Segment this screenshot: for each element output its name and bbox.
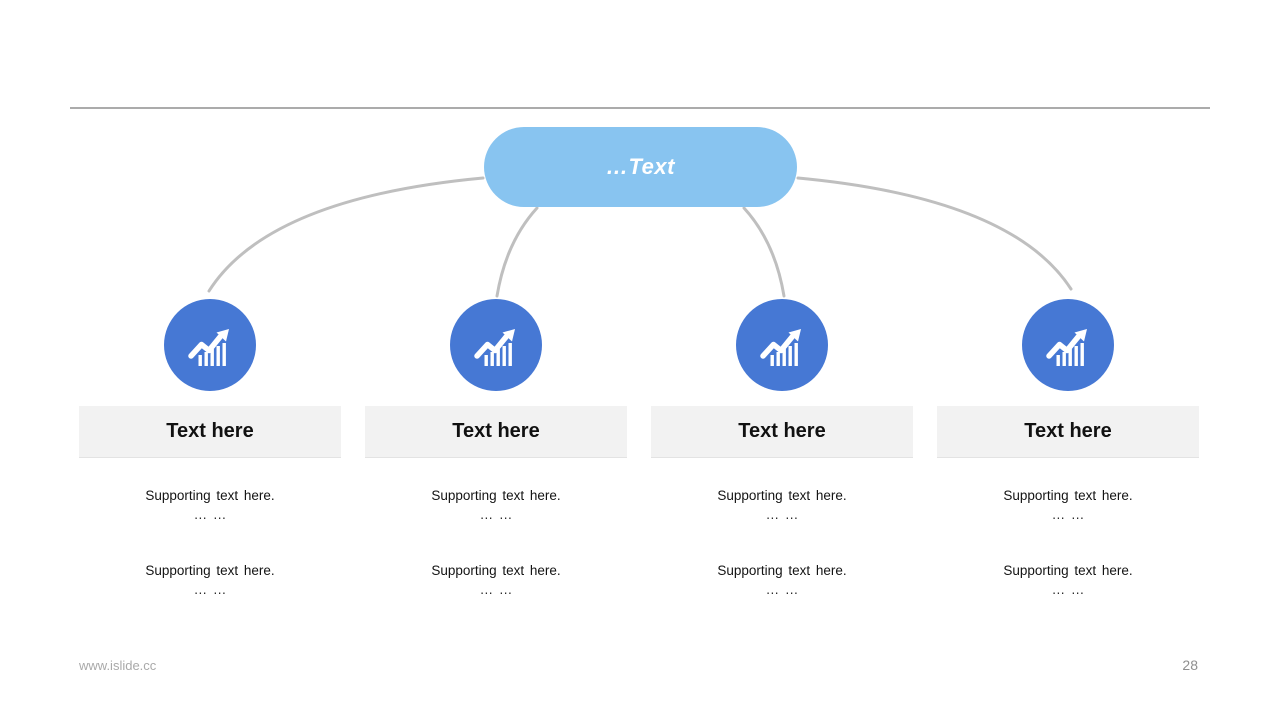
supporting-text-line: Supporting text here. [431,563,561,578]
supporting-text-block: Supporting text here. … … [1003,561,1132,599]
connector-curve-1 [207,176,485,293]
branch-columns: Text here Supporting text here. … … Supp… [67,299,1211,599]
supporting-text-block: Supporting text here. … … [431,486,560,524]
branch-node-circle[interactable] [1022,299,1114,391]
branch-title: Text here [1024,420,1112,442]
supporting-text-line: Supporting text here. [717,488,847,503]
footer-website: www.islide.cc [79,658,157,673]
supporting-text-block: Supporting text here. … … [145,561,274,599]
branch-column-4: Text here Supporting text here. … … Supp… [925,299,1211,599]
supporting-text-block: Supporting text here. … … [717,486,846,524]
ellipsis-line: … … [765,582,799,597]
supporting-text-line: Supporting text here. [1003,488,1133,503]
trending-up-chart-icon [474,329,515,366]
root-node-pill[interactable]: …Text [484,127,797,207]
ellipsis-line: … … [479,507,513,522]
branch-node-circle[interactable] [450,299,542,391]
supporting-text-block: Supporting text here. … … [145,486,274,524]
connector-curve-2 [495,206,539,298]
branch-title-box[interactable]: Text here [651,406,913,458]
branch-node-circle[interactable] [736,299,828,391]
ellipsis-line: … … [1051,507,1085,522]
branch-title: Text here [738,420,826,442]
supporting-text-line: Supporting text here. [1003,563,1133,578]
ellipsis-line: … … [765,507,799,522]
ellipsis-line: … … [193,507,227,522]
branch-title: Text here [452,420,540,442]
branch-title: Text here [166,420,254,442]
branch-column-3: Text here Supporting text here. … … Supp… [639,299,925,599]
branch-title-box[interactable]: Text here [79,406,341,458]
trending-up-chart-icon [760,329,801,366]
supporting-text-line: Supporting text here. [717,563,847,578]
branch-title-box[interactable]: Text here [365,406,627,458]
branch-column-2: Text here Supporting text here. … … Supp… [353,299,639,599]
supporting-text-line: Supporting text here. [145,563,275,578]
ellipsis-line: … … [193,582,227,597]
trending-up-chart-icon [188,329,229,366]
branch-title-box[interactable]: Text here [937,406,1199,458]
root-node-label: …Text [606,154,675,179]
branch-column-1: Text here Supporting text here. … … Supp… [67,299,353,599]
page-number: 28 [1182,657,1198,673]
supporting-text-block: Supporting text here. … … [431,561,560,599]
header-divider-line [70,107,1210,109]
supporting-text-block: Supporting text here. … … [1003,486,1132,524]
trending-up-chart-icon [1046,329,1087,366]
ellipsis-line: … … [479,582,513,597]
supporting-text-line: Supporting text here. [145,488,275,503]
connector-curve-3 [742,206,786,298]
branch-node-circle[interactable] [164,299,256,391]
supporting-text-block: Supporting text here. … … [717,561,846,599]
connector-curve-4 [796,176,1073,291]
supporting-text-line: Supporting text here. [431,488,561,503]
ellipsis-line: … … [1051,582,1085,597]
